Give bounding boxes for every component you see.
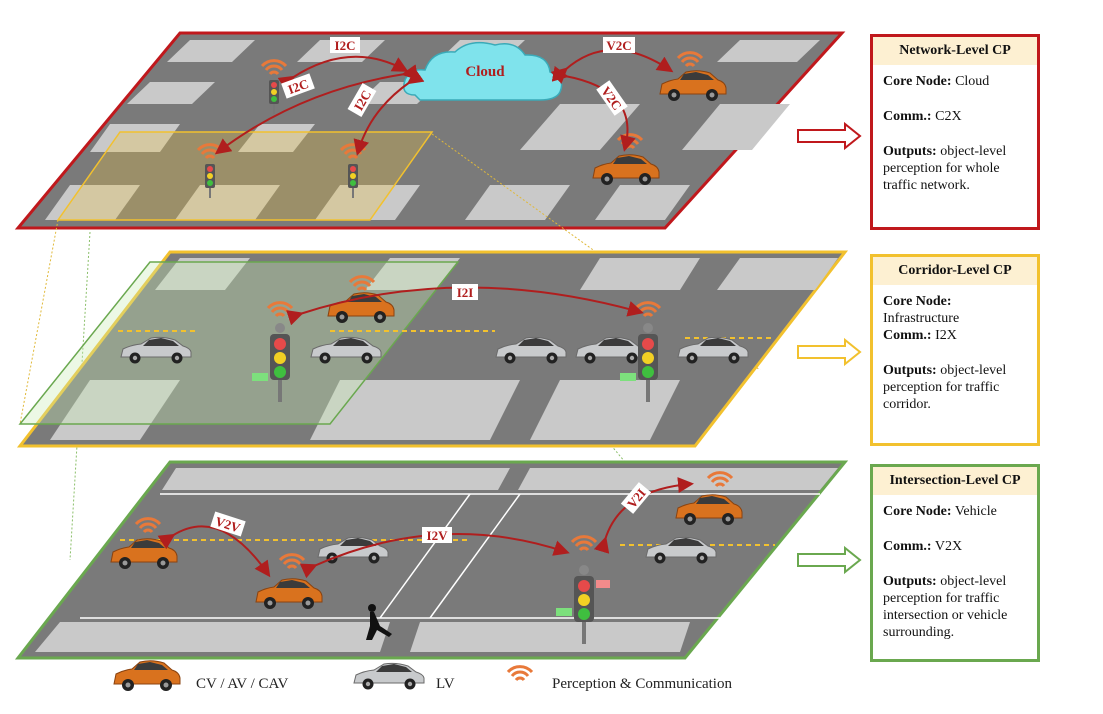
outputs-value: object-level perception for traffic inte… xyxy=(883,574,1008,640)
corridor-layer: I2I xyxy=(16,250,849,448)
network-level-panel: Network-Level CP Core Node: Cloud Comm.:… xyxy=(870,34,1040,230)
comm-value: V2X xyxy=(934,539,963,554)
corridor-region-highlight xyxy=(56,131,434,221)
legend-lv-label: LV xyxy=(436,676,455,692)
core-node-value: Vehicle xyxy=(954,504,997,519)
light-sign xyxy=(596,580,610,588)
comm-key: Comm.: xyxy=(883,328,932,343)
light-sign xyxy=(556,608,572,616)
core-node-key: Core Node: xyxy=(883,74,952,89)
i2i-label-bg xyxy=(452,284,478,300)
lane-markings xyxy=(118,330,775,339)
v2c-label: V2C xyxy=(606,38,631,53)
outputs-key: Outputs: xyxy=(883,144,937,159)
core-node-value: Infrastructure xyxy=(883,311,960,326)
outputs-value: object-level perception for traffic corr… xyxy=(883,363,1007,412)
i2v-label-bg xyxy=(422,527,452,543)
pedestrian-icon xyxy=(366,604,392,640)
corridor-arrow-icon xyxy=(797,337,862,367)
intersection-arrow-icon xyxy=(797,545,862,575)
cloud-label: Cloud xyxy=(465,64,505,80)
core-node-key: Core Node: xyxy=(883,294,952,309)
light-sign xyxy=(252,373,268,381)
outputs-value: object-level perception for whole traffi… xyxy=(883,144,1007,193)
legend-cv-label: CV / AV / CAV xyxy=(196,676,288,692)
legend-cv-car-icon xyxy=(113,660,181,692)
legend: CV / AV / CAV LV Perception & Communicat… xyxy=(113,660,732,692)
v2v-label-bg xyxy=(210,511,246,537)
core-node-value: Cloud xyxy=(955,74,990,89)
network-layer: Cloud I2C I2C I2C V2C V xyxy=(14,31,846,230)
legend-wifi-icon xyxy=(506,665,534,682)
outputs-key: Outputs: xyxy=(883,363,937,378)
comm-value: I2X xyxy=(935,328,957,343)
i2c-label: I2C xyxy=(335,38,356,53)
comm-value: C2X xyxy=(935,109,962,124)
layer-arrows xyxy=(797,121,862,575)
legend-lv-car-icon xyxy=(353,662,425,690)
i2i-label: I2I xyxy=(457,285,474,300)
core-node-key: Core Node: xyxy=(883,504,952,519)
panel-title: Network-Level CP xyxy=(873,37,1037,65)
comm-key: Comm.: xyxy=(883,109,932,124)
i2v-label: I2V xyxy=(427,528,449,543)
intersection-level-panel: Intersection-Level CP Core Node: Vehicle… xyxy=(870,464,1040,662)
corridor-level-panel: Corridor-Level CP Core Node: Infrastructu… xyxy=(870,254,1040,446)
light-sign xyxy=(620,373,636,381)
intersection-layer: V2V I2V V2I xyxy=(14,460,849,660)
corridor-blocks xyxy=(50,258,838,440)
comm-key: Comm.: xyxy=(883,539,932,554)
legend-perception-label: Perception & Communication xyxy=(552,676,732,692)
panel-title: Corridor-Level CP xyxy=(873,257,1037,285)
network-arrow-icon xyxy=(797,121,862,151)
outputs-key: Outputs: xyxy=(883,574,937,589)
v2i-label-bg xyxy=(620,482,652,514)
panel-title: Intersection-Level CP xyxy=(873,467,1037,495)
i2c-label: I2C xyxy=(286,76,311,97)
